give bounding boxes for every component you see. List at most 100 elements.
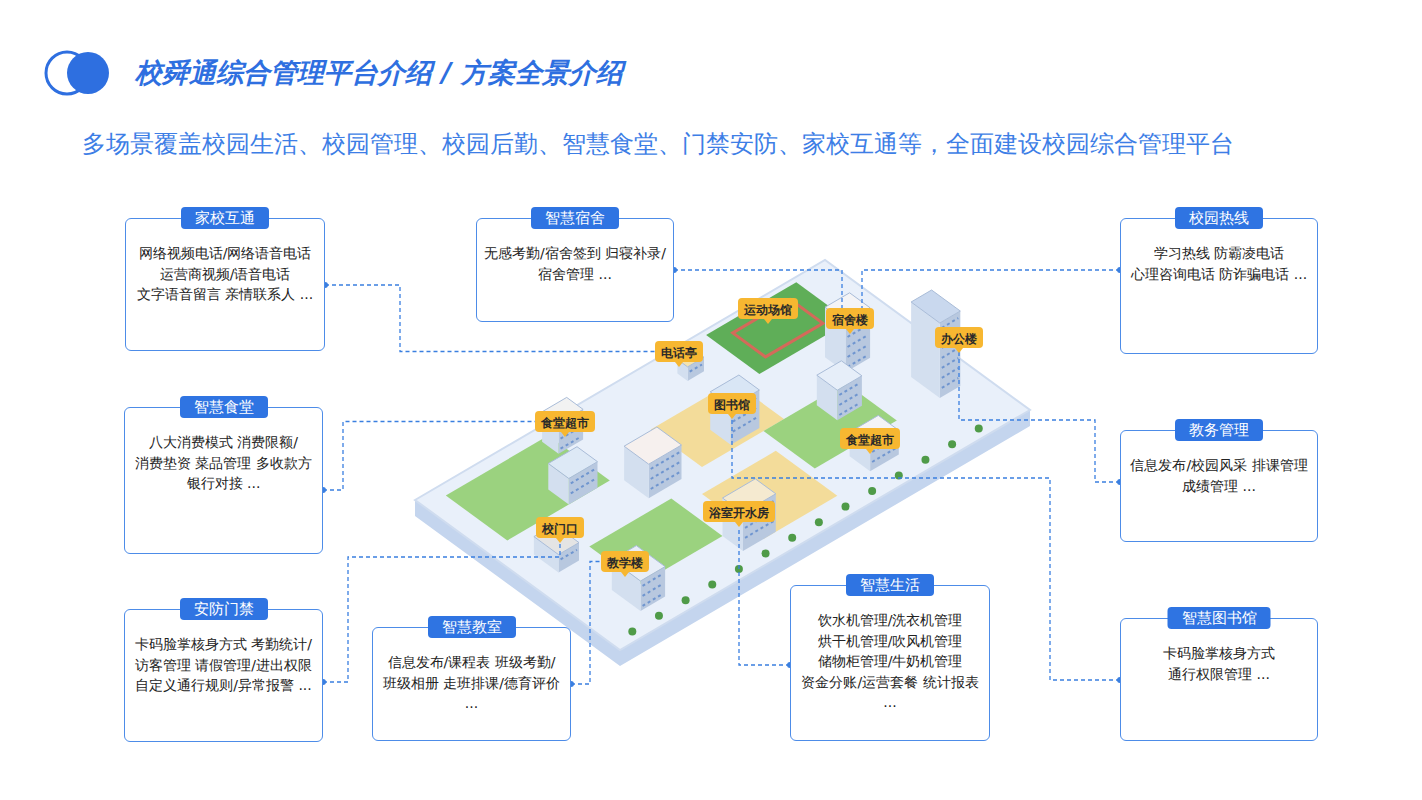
building-tag: 电话亭 [655, 341, 703, 362]
connector-group [739, 527, 793, 668]
feature-box: 校园热线学习热线 防霸凌电话 心理咨询电话 防诈骗电话 ... [1120, 218, 1318, 354]
feature-box: 家校互通网络视频电话/网络语音电话 运营商视频/语音电话 文字语音留言 亲情联系… [125, 218, 325, 351]
connector-group [862, 267, 1123, 308]
window-row [651, 472, 680, 489]
tree [975, 425, 983, 433]
connector-group [959, 348, 1123, 485]
box-body: 饮水机管理/洗衣机管理 烘干机管理/吹风机管理 储物柜管理/牛奶机管理 资金分账… [797, 610, 983, 713]
window-row [651, 462, 680, 479]
tag-label: 校门口 [542, 522, 578, 536]
box-heading: 校园热线 [1175, 207, 1263, 229]
window-row [643, 594, 664, 606]
dashed-connector [862, 270, 1120, 308]
tree [628, 627, 636, 635]
tree [868, 487, 876, 495]
window-row [643, 584, 664, 596]
tag-label: 办公楼 [941, 332, 977, 346]
box-heading: 家校互通 [181, 207, 269, 229]
building-tag: 图书馆 [708, 393, 756, 414]
window-row [942, 378, 958, 388]
window-row [848, 355, 869, 367]
tag-label: 宿舍楼 [832, 313, 868, 327]
logo-disc [67, 52, 109, 94]
window-row [848, 335, 869, 347]
feature-box: 智慧食堂八大消费模式 消费限额/消费垫资 菜品管理 多收款方 银行对接 ... [124, 407, 323, 554]
building-roof [817, 361, 862, 390]
box-heading: 安防门禁 [180, 598, 268, 620]
box-body: 网络视频电话/网络语音电话 运营商视频/语音电话 文字语音留言 亲情联系人 ..… [132, 243, 318, 305]
tree [948, 440, 956, 448]
ground-fill [446, 436, 610, 541]
window-row [839, 403, 860, 415]
feature-box: 智慧宿舍无感考勤/宿舍签到 归寝补录/宿舍管理 ... [476, 218, 674, 322]
building-tag: 运动场馆 [738, 298, 798, 319]
box-body: 信息发布/校园风采 排课管理 成绩管理 ... [1127, 455, 1311, 496]
tree [762, 549, 770, 557]
tree [788, 534, 796, 542]
box-body: 八大消费模式 消费限额/消费垫资 菜品管理 多收款方 银行对接 ... [131, 432, 316, 494]
box-heading: 智慧食堂 [180, 396, 268, 418]
building-roof [911, 290, 960, 323]
building [624, 427, 681, 498]
page-title: 校舜通综合管理平台介绍 / 方案全景介绍 [135, 55, 623, 91]
building-roof [624, 427, 681, 464]
building-face [940, 311, 961, 398]
connector-group [568, 562, 601, 688]
subtitle: 多场景覆盖校园生活、校园管理、校园后勤、智慧食堂、门禁安防、家校互通等，全面建设… [82, 128, 1234, 160]
window-row [690, 365, 702, 372]
building-group [446, 282, 983, 635]
box-body: 卡码脸掌核身方式 考勤统计/访客管理 请假管理/进出权限 自定义通行规则/异常报… [131, 634, 316, 696]
tree [815, 518, 823, 526]
building-tag: 浴室开水房 [703, 501, 775, 522]
building-tag: 食堂超市 [840, 428, 900, 449]
window-row [942, 368, 958, 378]
feature-box: 智慧教室信息发布/课程表 班级考勤/班级相册 走班排课/德育评价 ... [372, 627, 571, 741]
dashed-connector [571, 562, 601, 685]
dashed-connector [323, 422, 535, 491]
building-tag: 食堂超市 [535, 411, 595, 432]
building-tag: 教学楼 [601, 551, 649, 572]
building-tag: 宿舍楼 [826, 308, 874, 329]
box-body: 信息发布/课程表 班级考勤/班级相册 走班排课/德育评价 ... [379, 652, 564, 714]
ground-patch [446, 436, 610, 541]
window-row [848, 345, 869, 357]
box-heading: 智慧教室 [428, 616, 516, 638]
tree [655, 612, 663, 620]
box-body: 卡码脸掌核身方式 通行权限管理 ... [1127, 643, 1311, 684]
feature-box: 安防门禁卡码脸掌核身方式 考勤统计/访客管理 请假管理/进出权限 自定义通行规则… [124, 609, 323, 742]
building-tag: 校门口 [536, 517, 584, 538]
connector-group [320, 422, 535, 494]
feature-box: 智慧图书馆卡码脸掌核身方式 通行权限管理 ... [1120, 618, 1318, 741]
tag-label: 图书馆 [714, 398, 750, 412]
tag-label: 浴室开水房 [709, 506, 769, 520]
box-heading: 智慧宿舍 [531, 207, 619, 229]
window-row [839, 393, 860, 405]
feature-box: 教务管理信息发布/校园风采 排课管理 成绩管理 ... [1120, 430, 1318, 542]
tree [842, 503, 850, 511]
box-body: 学习热线 防霸凌电话 心理咨询电话 防诈骗电话 ... [1127, 243, 1311, 284]
feature-box: 智慧生活饮水机管理/洗衣机管理 烘干机管理/吹风机管理 储物柜管理/牛奶机管理 … [790, 585, 990, 741]
tree [682, 596, 690, 604]
building [548, 447, 597, 505]
building-tag: 办公楼 [935, 327, 983, 348]
window-row [872, 448, 897, 462]
tag-label: 食堂超市 [541, 416, 589, 430]
box-body: 无感考勤/宿舍签到 归寝补录/宿舍管理 ... [483, 243, 667, 284]
box-heading: 教务管理 [1175, 419, 1263, 441]
box-heading: 智慧图书馆 [1168, 607, 1271, 629]
tag-label: 教学楼 [607, 556, 643, 570]
dashed-connector [739, 527, 790, 665]
tag-label: 运动场馆 [744, 303, 792, 317]
building-roof [548, 447, 597, 479]
window-row [942, 358, 958, 368]
tag-label: 食堂超市 [846, 433, 894, 447]
window-row [733, 417, 758, 431]
tree [708, 581, 716, 589]
building [817, 361, 862, 420]
tree [921, 456, 929, 464]
window-row [571, 479, 596, 493]
dashed-connector [959, 348, 1120, 482]
box-heading: 智慧生活 [846, 574, 934, 596]
window-row [745, 521, 774, 538]
